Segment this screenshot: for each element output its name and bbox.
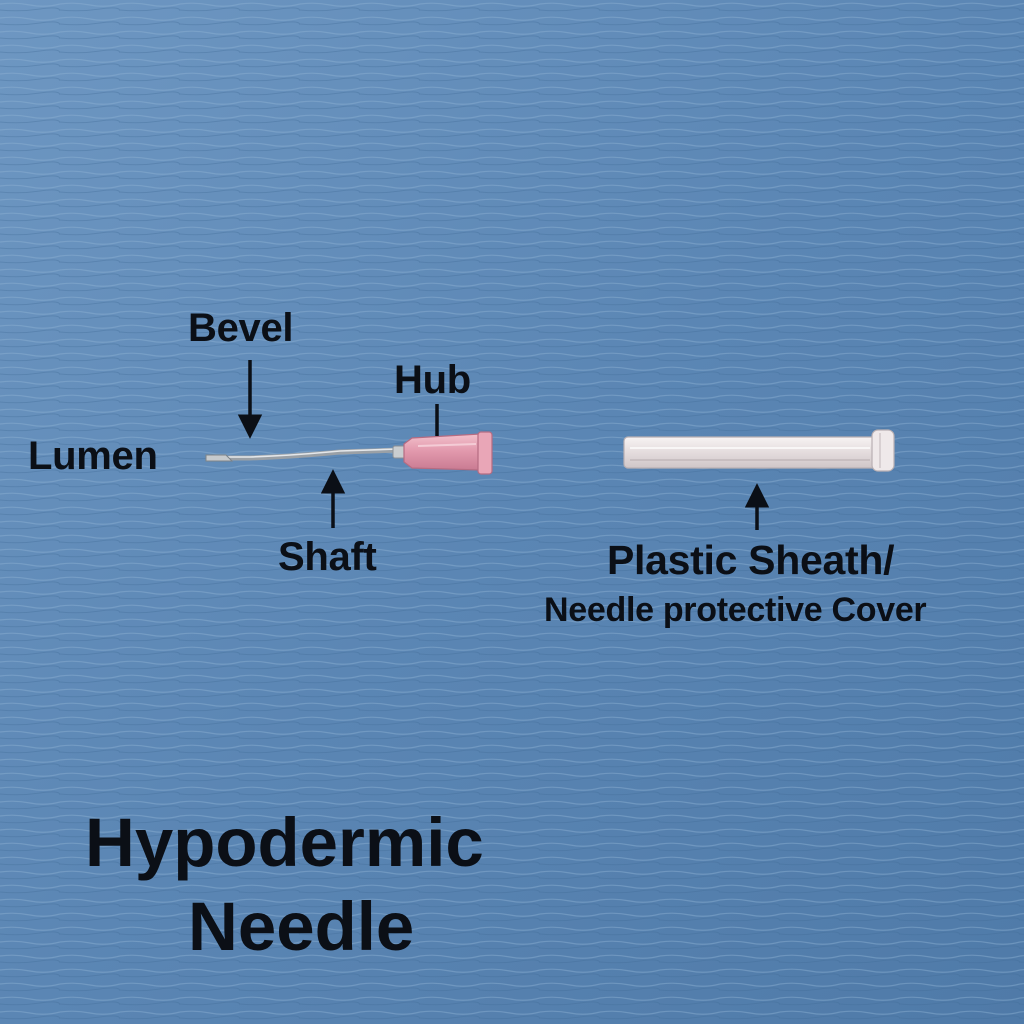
hub-flange bbox=[477, 431, 493, 475]
title-line2: Needle bbox=[188, 888, 415, 965]
needle-bevel-tip bbox=[205, 454, 234, 462]
label-hub: Hub bbox=[394, 358, 471, 402]
needle-hub bbox=[403, 433, 481, 471]
sheath-rim bbox=[871, 429, 895, 472]
title-line1: Hypodermic bbox=[85, 804, 484, 881]
needle-shaft bbox=[205, 447, 403, 461]
label-sheath-line2: Needle protective Cover bbox=[544, 591, 927, 629]
needle bbox=[205, 431, 493, 475]
label-lumen: Lumen bbox=[28, 434, 158, 478]
label-sheath-line1: Plastic Sheath/ bbox=[607, 537, 895, 583]
label-bevel: Bevel bbox=[188, 306, 294, 350]
plastic-sheath bbox=[623, 429, 895, 472]
sheath-body bbox=[623, 436, 881, 469]
label-shaft: Shaft bbox=[278, 535, 377, 579]
